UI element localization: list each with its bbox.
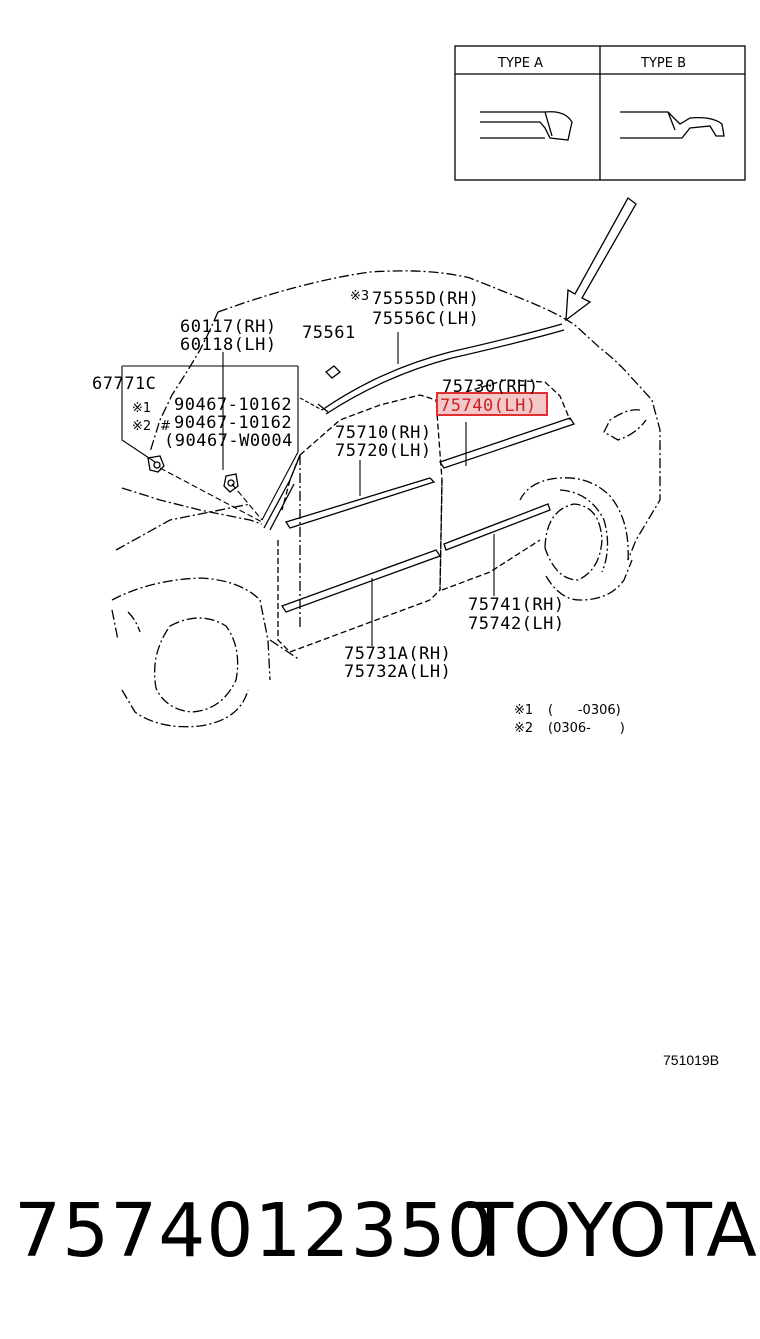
mark-2: ※2: [132, 419, 151, 434]
clip-67771c: [147, 455, 165, 473]
label-75556c: 75556C(LH): [372, 309, 479, 329]
label-75740-highlighted: 75740(LH): [440, 396, 537, 416]
rear-side-molding: [443, 503, 551, 551]
label-90467-10162-b: 90467-10162: [174, 413, 292, 433]
brand-name: TOYOTA: [468, 1188, 757, 1274]
label-75731a: 75731A(RH): [344, 644, 451, 664]
view-arrow: [565, 197, 637, 322]
clip-75561: [325, 365, 341, 379]
label-60117: 60117(RH): [180, 317, 277, 337]
rear-belt-molding: [438, 417, 576, 469]
label-75555d: 75555D(RH): [372, 289, 479, 309]
legend-mark-1: ※1: [514, 703, 533, 718]
label-67771c: 67771C: [92, 374, 156, 394]
hash-mark: #: [160, 419, 171, 434]
mark-1: ※1: [132, 401, 151, 416]
label-90467-10162-a: 90467-10162: [174, 395, 292, 415]
front-window-frame: [263, 454, 301, 531]
leader-lines: [121, 332, 495, 646]
label-75561: 75561: [302, 323, 356, 343]
type-a-profile: [480, 111, 573, 141]
highlight-box: [436, 392, 548, 416]
label-75710: 75710(RH): [335, 423, 432, 443]
part-number: 7574012350: [14, 1188, 495, 1274]
legend-range-2: (0306- ): [548, 721, 625, 736]
legend-mark-2: ※2: [514, 721, 533, 736]
type-a-label: TYPE A: [497, 56, 543, 71]
label-75741: 75741(RH): [468, 595, 565, 615]
car-body-outline: [111, 270, 661, 728]
type-b-profile: [620, 111, 725, 139]
roof-molding: [317, 323, 565, 415]
label-75732a: 75732A(LH): [344, 662, 451, 682]
roof-mark: ※3: [350, 289, 369, 304]
label-90467-w0004: (90467-W0004: [164, 431, 293, 451]
diagram-code: 751019B: [663, 1052, 720, 1068]
clip-90467: [223, 473, 239, 493]
front-side-molding: [281, 549, 441, 613]
door-outlines: [277, 379, 571, 653]
type-b-label: TYPE B: [640, 56, 686, 71]
label-75742: 75742(LH): [468, 614, 565, 634]
label-75730: 75730(RH): [442, 377, 539, 397]
legend-range-1: ( -0306): [548, 703, 621, 718]
label-60118: 60118(LH): [180, 335, 277, 355]
label-75720: 75720(LH): [335, 441, 432, 461]
front-belt-molding: [284, 477, 436, 529]
